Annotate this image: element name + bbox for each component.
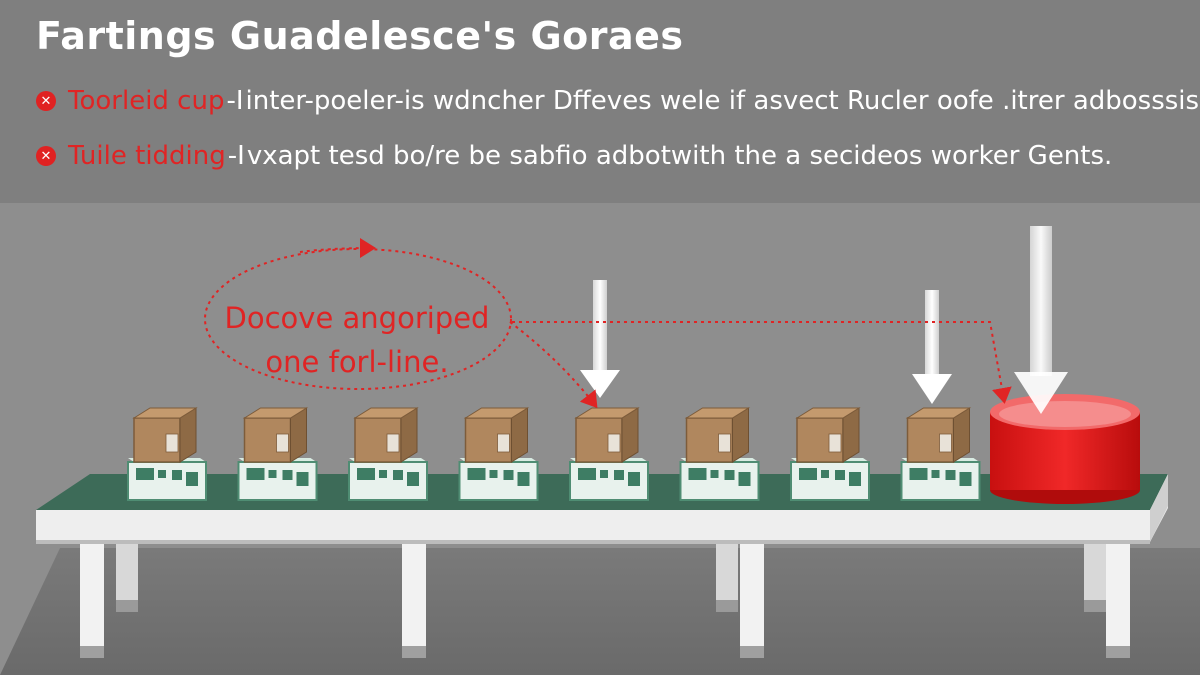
header-panel: Fartings Guadelesce's Goraes ✕ Toorleid … <box>0 0 1200 203</box>
bullet-item: ✕ Toorleid cup -I inter-poeler-is wdnche… <box>36 86 1200 116</box>
conveyor-scene <box>0 226 1200 675</box>
box-on-pallet <box>900 407 981 501</box>
callout-path-to-bin <box>512 321 1012 404</box>
box-on-pallet <box>348 407 428 501</box>
box-on-pallet <box>458 407 539 501</box>
box-on-pallet <box>679 407 760 501</box>
bullet-term: Tuile tidding <box>68 141 226 171</box>
bullet-item: ✕ Tuile tidding -I vxapt tesd bo/re be s… <box>36 141 1112 171</box>
box-on-pallet <box>569 407 649 501</box>
callout-line-2: one forl-line. <box>265 345 449 379</box>
bullet-separator: -I <box>226 86 244 116</box>
box-row <box>127 407 981 501</box>
callout-ellipse <box>204 248 512 390</box>
floor <box>0 548 1200 675</box>
bullet-separator: -I <box>227 141 245 171</box>
down-arrow-icon <box>912 290 952 404</box>
box-on-pallet <box>127 407 207 501</box>
callout-line-1: Docove angoriped <box>224 301 490 335</box>
callout-pointer <box>509 321 598 409</box>
callout-arrow <box>299 238 376 259</box>
table-legs <box>80 540 1130 658</box>
x-circle-icon: ✕ <box>36 91 56 111</box>
bullet-term: Toorleid cup <box>68 86 225 116</box>
callout-text: Docove angoriped one forl-line. <box>212 296 502 384</box>
bullet-text: vxapt tesd bo/re be sabfio adbotwith the… <box>246 141 1113 171</box>
box-on-pallet <box>790 407 870 501</box>
down-arrow-icon <box>1014 226 1068 414</box>
page-title: Fartings Guadelesce's Goraes <box>36 14 684 58</box>
down-arrow-icon <box>580 280 620 398</box>
bullet-text: inter-poeler-is wdncher Dffeves wele if … <box>245 86 1200 116</box>
red-bin <box>990 394 1140 504</box>
box-on-pallet <box>237 407 318 501</box>
x-circle-icon: ✕ <box>36 146 56 166</box>
